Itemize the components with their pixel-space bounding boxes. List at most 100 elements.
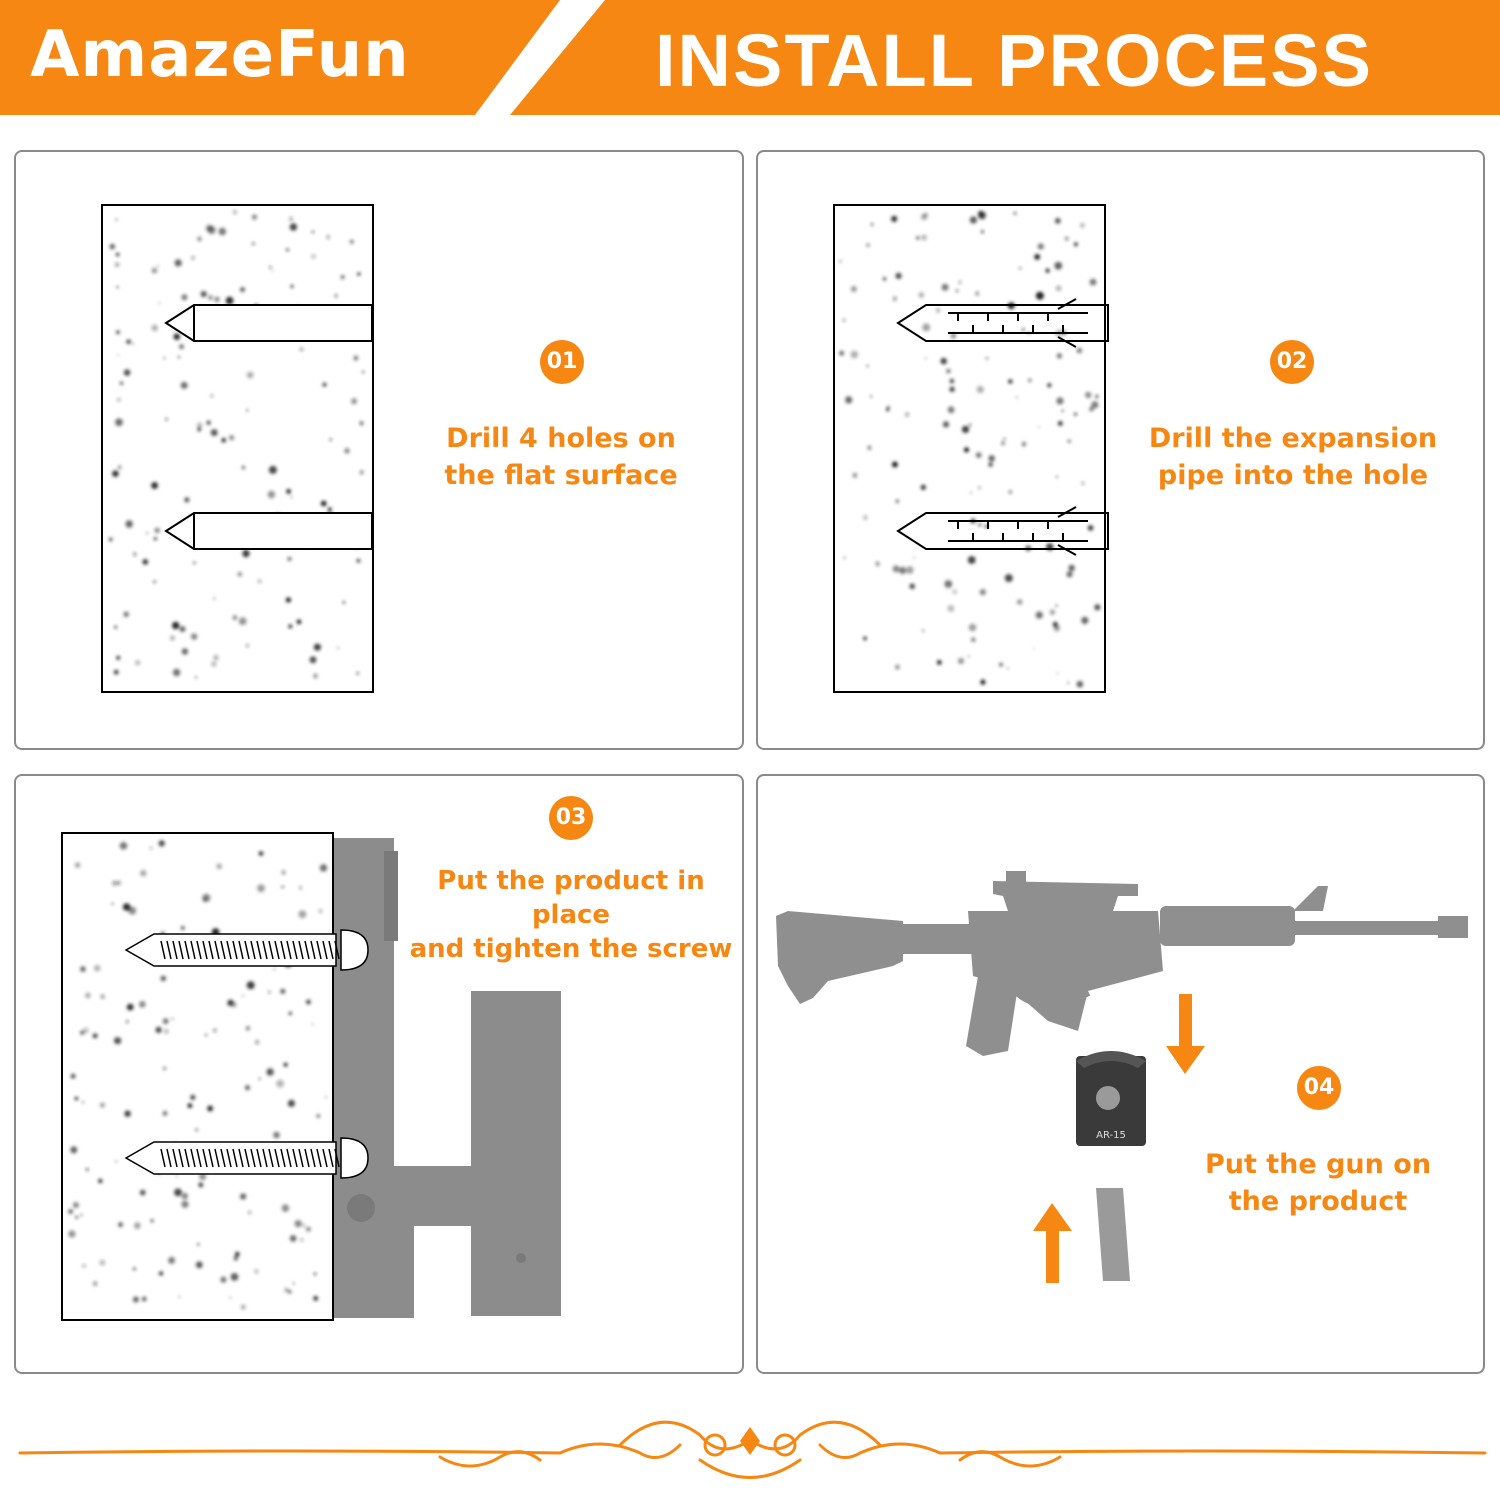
wall-speck xyxy=(108,537,113,542)
wall-speck xyxy=(1091,401,1099,409)
screw-bracket-icon xyxy=(61,832,561,1321)
wall-speck xyxy=(285,597,292,603)
wall-speck xyxy=(1089,407,1094,412)
wall-speck xyxy=(119,381,124,385)
wall-speck xyxy=(318,909,323,913)
wall-speck xyxy=(290,284,294,289)
step-panel-03: 03 Put the product in place and tighten … xyxy=(14,774,744,1374)
wall-speck xyxy=(1080,223,1085,228)
wall-speck xyxy=(179,626,186,632)
wall-speck xyxy=(344,448,350,454)
wall-speck xyxy=(289,223,298,231)
wall-speck xyxy=(116,286,119,289)
wall-speck xyxy=(913,556,915,559)
wall-speck xyxy=(267,490,276,499)
wall-speck xyxy=(181,1200,189,1208)
wall-speck xyxy=(109,243,116,250)
wall-speck xyxy=(80,966,86,972)
wall-speck xyxy=(895,272,902,279)
wall-speck xyxy=(227,999,234,1006)
wall-speck xyxy=(132,1296,139,1303)
wall-speck xyxy=(213,655,219,661)
wall-speck xyxy=(1081,481,1085,485)
expansion-pipe xyxy=(124,933,337,967)
wall-speck xyxy=(1056,353,1062,359)
wall-speck xyxy=(1008,379,1013,384)
wall-speck xyxy=(206,420,211,425)
rifle-mount-icon: AR-15 xyxy=(776,871,1468,1283)
wall-speck xyxy=(98,1178,103,1184)
wall-speck xyxy=(126,339,131,345)
header-banner: AmazeFun INSTALL PROCESS xyxy=(0,0,1500,115)
wall-speck xyxy=(351,398,358,405)
wall-speck xyxy=(313,1295,319,1301)
wall-speck xyxy=(311,1023,314,1026)
wall-speck xyxy=(1021,328,1025,331)
wall-speck xyxy=(1094,604,1101,611)
wall-speck xyxy=(866,364,869,368)
wall-speck xyxy=(163,1066,166,1070)
wall-speck xyxy=(289,217,293,221)
wall-speck xyxy=(287,556,292,562)
wall-speck xyxy=(158,1271,164,1276)
wall-speck xyxy=(894,664,900,670)
wall-speck xyxy=(302,1224,306,1227)
wall-speck xyxy=(83,1027,89,1034)
wall-speck xyxy=(852,472,858,478)
wall-speck xyxy=(210,429,218,437)
wall-speck xyxy=(173,333,181,340)
wall-speck xyxy=(947,406,955,414)
wall-speck xyxy=(975,291,980,296)
wall-speck xyxy=(197,427,201,432)
wall-speck xyxy=(947,605,955,612)
wall-speck xyxy=(140,870,147,877)
wall-speck xyxy=(1056,672,1059,675)
wall-speck xyxy=(191,256,195,260)
wall-speck xyxy=(258,851,264,856)
wall-speck xyxy=(1056,475,1058,478)
wall-speck xyxy=(207,1105,214,1112)
wall-speck xyxy=(132,342,135,345)
wall-speck xyxy=(967,655,970,658)
wall-speck xyxy=(985,357,989,360)
wall-speck xyxy=(299,886,302,890)
wall-speck xyxy=(968,423,972,427)
wall-speck xyxy=(1081,616,1089,624)
wall-speck xyxy=(909,583,915,590)
wall-speck xyxy=(99,1259,106,1266)
wall-speck xyxy=(892,565,900,573)
wall-speck xyxy=(299,347,304,352)
wall-speck xyxy=(1006,667,1009,670)
step-panel-04: AR-15 04 Put the gun on the product xyxy=(756,774,1485,1374)
wall-speck xyxy=(116,655,121,660)
screw-head xyxy=(340,1137,369,1179)
wall-speck xyxy=(210,394,214,398)
wall-speck xyxy=(946,368,951,374)
wall-speck xyxy=(68,1209,73,1214)
wall-speck xyxy=(850,350,859,359)
wall-speck xyxy=(114,262,120,267)
wall-speck xyxy=(124,1110,131,1117)
arrow-down-icon xyxy=(1166,994,1205,1074)
wall-speck xyxy=(298,910,307,919)
step-number-badge: 03 xyxy=(549,796,593,840)
wall-speck xyxy=(196,422,203,429)
wall-speck xyxy=(286,248,289,252)
wall-speck xyxy=(70,1073,76,1079)
wall-speck xyxy=(116,880,122,886)
wall-speck xyxy=(287,1099,295,1107)
wall-speck xyxy=(1035,291,1044,300)
wall-speck xyxy=(153,537,157,541)
wall-speck xyxy=(349,239,354,244)
wall-speck xyxy=(168,1256,176,1264)
wall-speck xyxy=(1054,261,1063,270)
expansion-pipe xyxy=(124,1141,337,1175)
wall-speck xyxy=(180,381,188,389)
wall-speck xyxy=(281,870,286,875)
wall-speck xyxy=(80,1030,85,1035)
wall-speck xyxy=(153,580,156,583)
wall-speck xyxy=(172,668,181,677)
step-description: Put the product in place and tighten the… xyxy=(406,864,736,966)
wall-speck xyxy=(225,296,234,305)
wall-speck xyxy=(288,1290,292,1294)
